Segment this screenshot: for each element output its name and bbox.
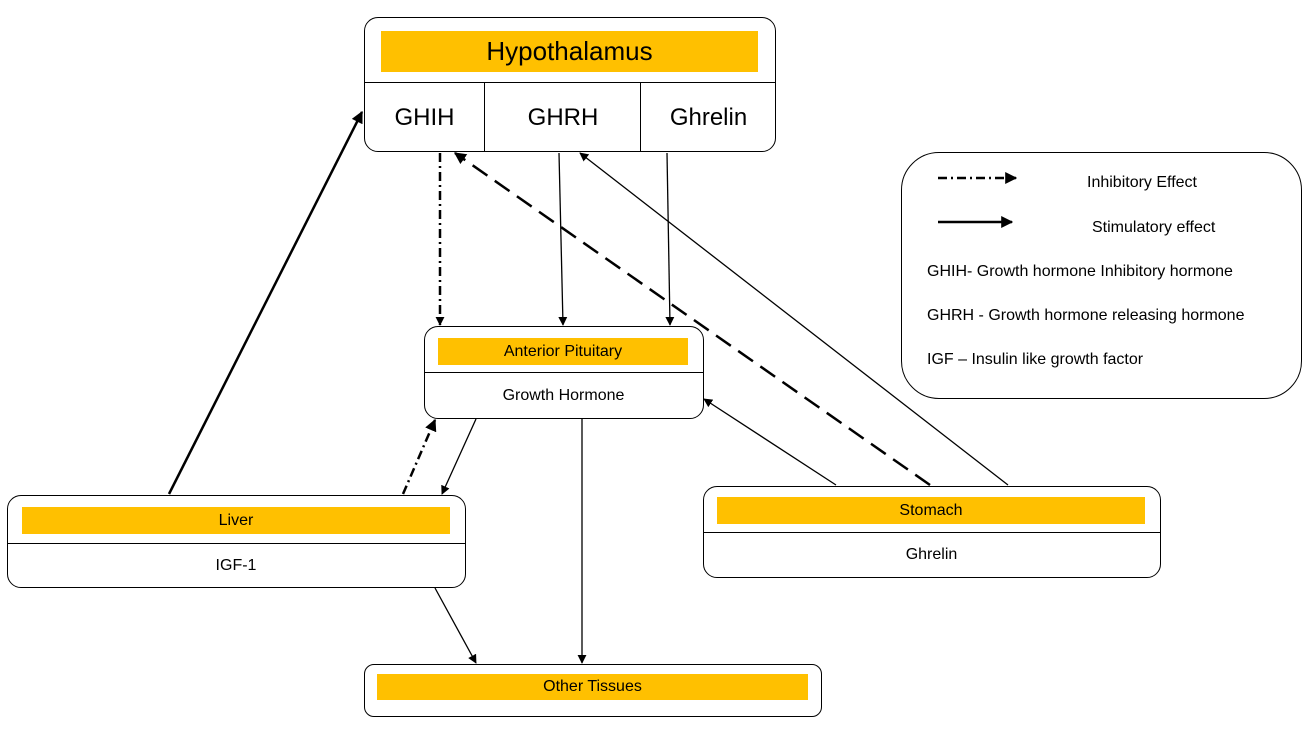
growth-hormone-label: Growth Hormone	[502, 386, 625, 404]
hypothalamus-vdivider-2	[640, 83, 641, 151]
anterior-pituitary-divider	[425, 372, 703, 373]
liver-box: Liver IGF-1	[7, 495, 466, 588]
liver-to-pituitary-arrow	[401, 418, 437, 495]
legend-ghih-definition: GHIH- Growth hormone Inhibitory hormone	[927, 263, 1233, 280]
ghrh-to-pituitary-arrow	[558, 152, 568, 326]
liver-to-ghih-arrow	[167, 110, 364, 495]
legend-igf-definition: IGF – Insulin like growth factor	[927, 351, 1144, 368]
stomach-divider	[704, 532, 1160, 533]
liver-divider	[8, 543, 465, 544]
hypothalamus-cell-ghrelin: Ghrelin	[669, 104, 748, 131]
hypothalamus-divider	[365, 82, 775, 83]
other-tissues-title: Other Tissues	[377, 674, 808, 700]
liver-to-other-tissues-arrow	[434, 587, 477, 664]
igf1-label: IGF-1	[215, 556, 257, 574]
stomach-to-ghih-arrow	[454, 151, 931, 487]
hypothalamus-vdivider-1	[484, 83, 485, 151]
liver-title: Liver	[22, 507, 450, 534]
anterior-pituitary-title: Anterior Pituitary	[438, 338, 688, 365]
legend-inhibitory-label: Inhibitory Effect	[1087, 174, 1197, 191]
pituitary-to-liver-arrow	[441, 418, 477, 495]
other-tissues-box: Other Tissues	[364, 664, 822, 717]
hypothalamus-box: Hypothalamus GHIH GHRH Ghrelin	[364, 17, 776, 152]
stomach-title: Stomach	[717, 497, 1145, 524]
ghrelin-to-pituitary-arrow	[665, 152, 675, 326]
legend-stimulatory-label: Stimulatory effect	[1092, 219, 1216, 236]
hypothalamus-cell-ghih: GHIH	[394, 104, 455, 131]
legend-ghrh-definition: GHRH - Growth hormone releasing hormone	[927, 307, 1245, 324]
stomach-to-pituitary-arrow	[703, 398, 837, 486]
stomach-ghrelin-label: Ghrelin	[905, 546, 958, 563]
anterior-pituitary-box: Anterior Pituitary Growth Hormone	[424, 326, 704, 419]
hypothalamus-title: Hypothalamus	[381, 31, 758, 72]
stomach-box: Stomach Ghrelin	[703, 486, 1161, 578]
hypothalamus-cell-ghrh: GHRH	[527, 104, 599, 131]
